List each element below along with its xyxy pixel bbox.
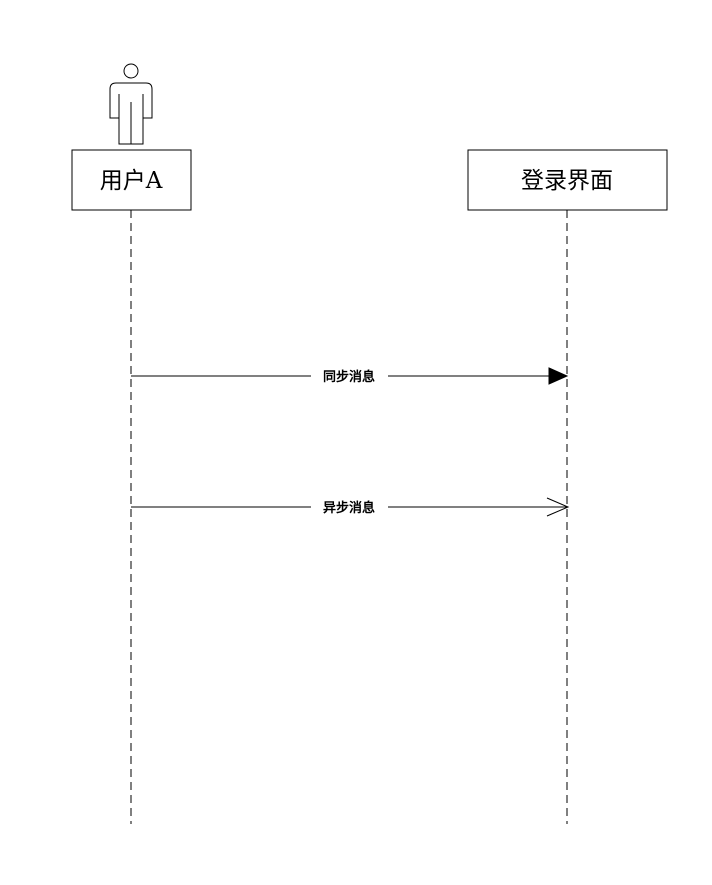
message-sync-label: 同步消息	[323, 369, 375, 385]
message-sync: 同步消息	[131, 366, 569, 386]
participant-login-label: 登录界面	[521, 168, 613, 194]
filled-arrowhead-icon	[548, 367, 569, 385]
participant-user: 用户A	[71, 149, 192, 211]
message-async: 异步消息	[131, 497, 570, 517]
participant-user-label: 用户A	[100, 168, 163, 194]
open-arrowhead-icon	[546, 497, 570, 517]
message-async-label: 异步消息	[323, 500, 375, 516]
participant-login: 登录界面	[467, 149, 668, 211]
actor-figure-icon	[109, 63, 153, 145]
